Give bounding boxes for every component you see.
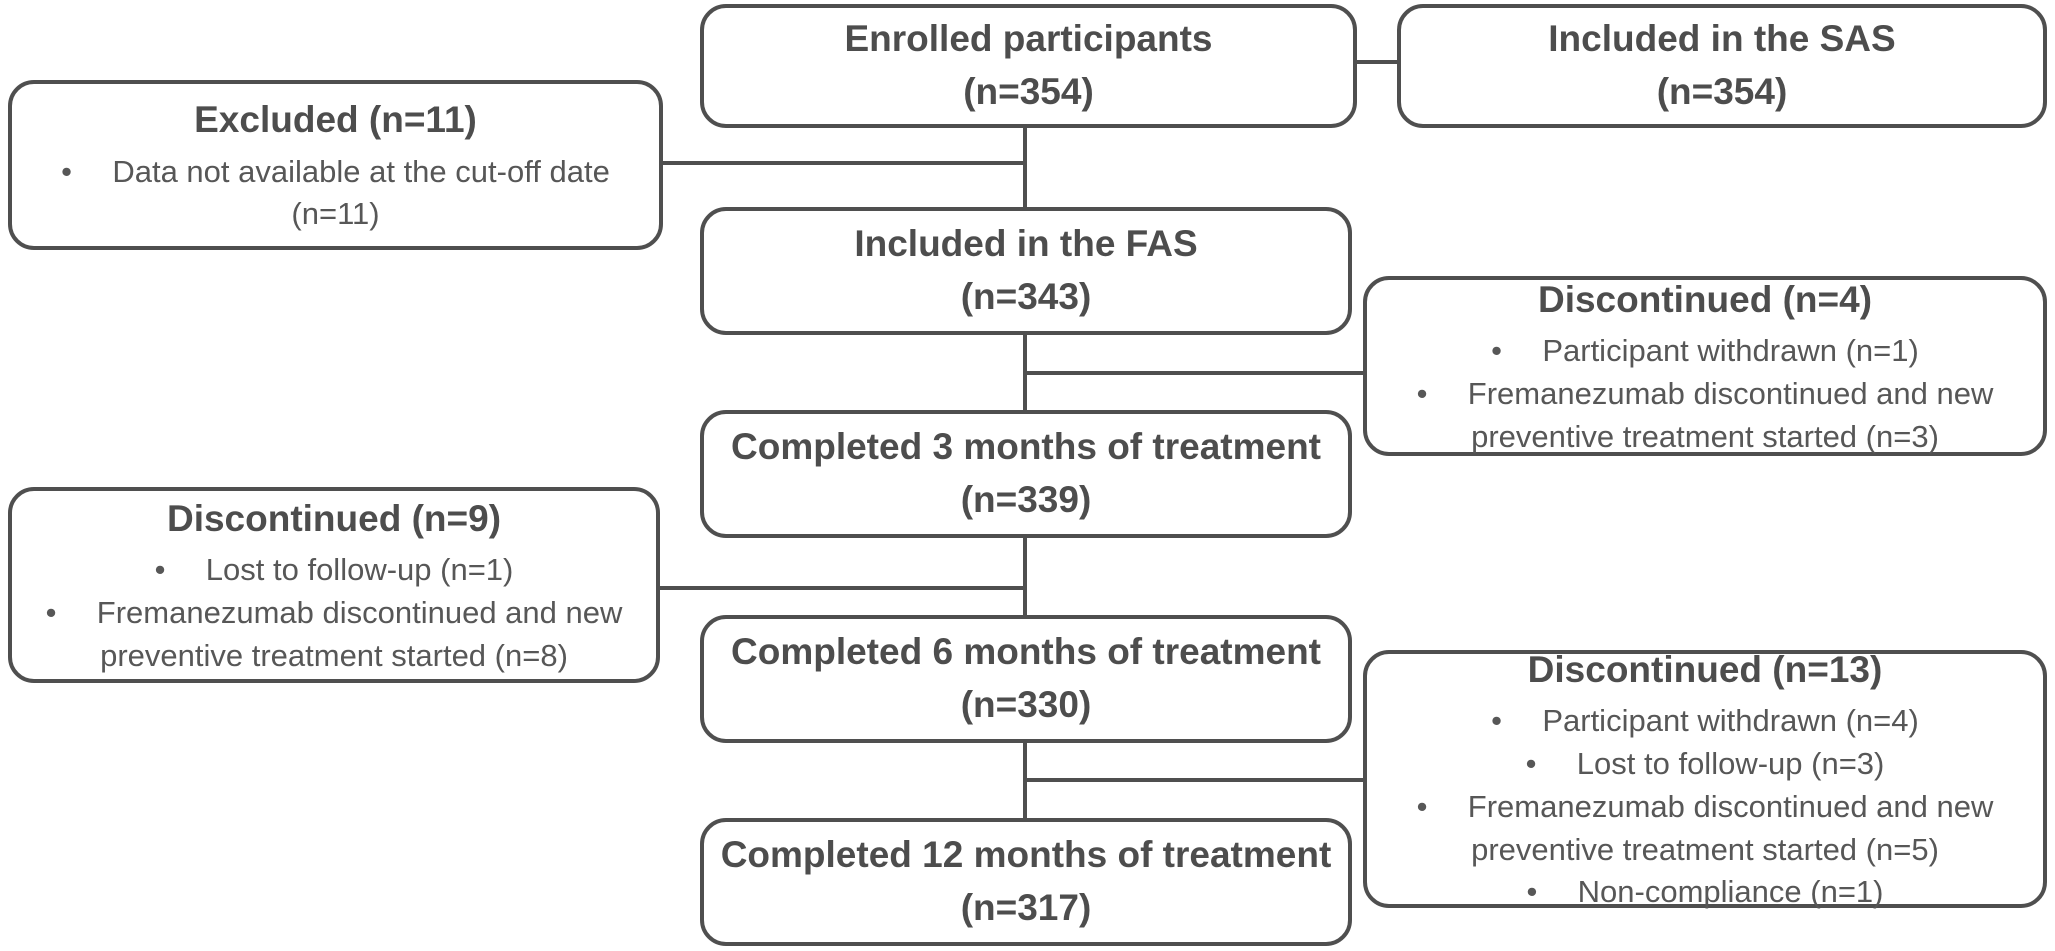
completed-3mo-title-line1: Completed 3 months of treatment (731, 426, 1321, 468)
excluded-reason: Data not available at the cut-off date (… (38, 151, 633, 237)
connector-enrolled-to-sas (1353, 60, 1399, 64)
connector-enrolled-to-fas (1023, 125, 1027, 211)
discontinued-12mo-reason: Non-compliance (n=1) (1393, 871, 2017, 914)
discontinued-12mo-reason: Participant withdrawn (n=4) (1393, 700, 2017, 743)
connector-completed3-to-6 (1023, 536, 1027, 619)
discontinued-12mo-reason: Lost to follow-up (n=3) (1393, 743, 2017, 786)
connector-branch-discontinued13 (1025, 778, 1367, 782)
discontinued-3mo-reason: Fremanezumab discontinued and new preven… (1393, 373, 2017, 459)
completed-12mo-title-line1: Completed 12 months of treatment (720, 834, 1332, 876)
connector-branch-excluded (659, 161, 1027, 165)
connector-branch-discontinued9 (659, 586, 1027, 590)
discontinued-6mo-title: Discontinued (n=9) (166, 497, 502, 539)
discontinued-6mo-box: Discontinued (n=9) Lost to follow-up (n=… (8, 487, 660, 683)
fas-box: Included in the FAS (n=343) (700, 207, 1352, 335)
discontinued-3mo-reasons-list: Participant withdrawn (n=1) Fremanezumab… (1367, 330, 2043, 458)
discontinued-3mo-box: Discontinued (n=4) Participant withdrawn… (1363, 276, 2047, 456)
completed-3mo-box: Completed 3 months of treatment (n=339) (700, 410, 1352, 538)
fas-title-line1: Included in the FAS (854, 223, 1198, 265)
discontinued-12mo-box: Discontinued (n=13) Participant withdraw… (1363, 649, 2047, 909)
excluded-box: Excluded (n=11) Data not available at th… (8, 80, 663, 250)
discontinued-6mo-reasons-list: Lost to follow-up (n=1) Fremanezumab dis… (12, 549, 656, 677)
enrolled-box: Enrolled participants (n=354) (700, 4, 1357, 128)
discontinued-3mo-title: Discontinued (n=4) (1537, 278, 1873, 320)
excluded-title: Excluded (n=11) (194, 98, 477, 140)
completed-6mo-box: Completed 6 months of treatment (n=330) (700, 615, 1352, 743)
excluded-reasons-list: Data not available at the cut-off date (… (12, 151, 659, 237)
discontinued-12mo-reason: Fremanezumab discontinued and new preven… (1393, 786, 2017, 872)
completed-6mo-count: (n=330) (960, 684, 1092, 725)
enrolled-title-line1: Enrolled participants (844, 18, 1213, 60)
discontinued-12mo-title: Discontinued (n=13) (1527, 648, 1883, 690)
fas-count: (n=343) (960, 276, 1092, 317)
discontinued-3mo-reason: Participant withdrawn (n=1) (1393, 330, 2017, 373)
enrolled-count: (n=354) (963, 71, 1094, 112)
completed-12mo-box: Completed 12 months of treatment (n=317) (700, 818, 1352, 946)
sas-count: (n=354) (1656, 71, 1788, 112)
completed-12mo-count: (n=317) (960, 887, 1092, 928)
discontinued-6mo-reason: Lost to follow-up (n=1) (38, 549, 630, 592)
completed-3mo-count: (n=339) (960, 479, 1092, 520)
discontinued-6mo-reason: Fremanezumab discontinued and new preven… (38, 592, 630, 678)
discontinued-12mo-reasons-list: Participant withdrawn (n=4) Lost to foll… (1367, 700, 2043, 914)
completed-6mo-title-line1: Completed 6 months of treatment (731, 631, 1321, 673)
sas-title-line1: Included in the SAS (1548, 18, 1896, 60)
sas-box: Included in the SAS (n=354) (1397, 4, 2047, 128)
connector-branch-discontinued4 (1025, 371, 1367, 375)
